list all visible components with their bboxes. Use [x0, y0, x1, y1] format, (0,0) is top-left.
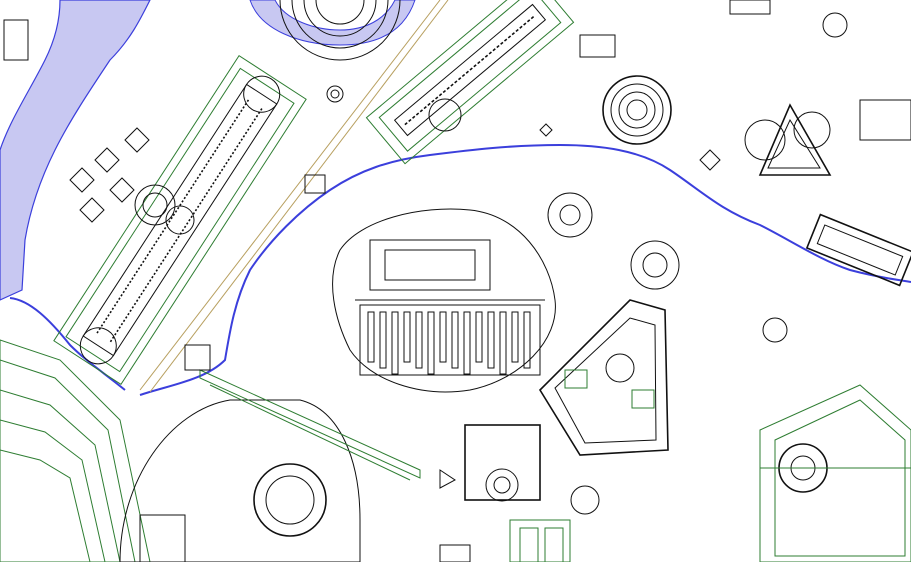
pew-row	[463, 311, 471, 375]
southwest-garden[interactable]	[0, 339, 151, 562]
triangle-courtyard[interactable]	[538, 299, 669, 456]
pew-row	[391, 311, 399, 375]
pew-row	[451, 311, 459, 369]
south-courtyards[interactable]	[439, 519, 571, 562]
river-water	[0, 0, 151, 301]
long-gallery[interactable]	[53, 54, 307, 386]
star-cluster[interactable]	[69, 127, 176, 226]
pew-row	[511, 311, 519, 363]
triangle-temple[interactable]	[744, 103, 832, 176]
top-dome[interactable]	[279, 0, 401, 61]
flower-buildings[interactable]	[428, 98, 680, 290]
upper-gallery[interactable]	[365, 0, 575, 165]
pew-row	[487, 311, 495, 369]
south-green-band[interactable]	[199, 369, 421, 481]
pew-row	[427, 311, 435, 375]
pew-row	[499, 311, 507, 375]
northeast-block[interactable]	[859, 99, 911, 141]
south-amphitheatre[interactable]	[119, 399, 361, 562]
east-garden[interactable]	[759, 384, 911, 562]
pew-row	[367, 311, 375, 363]
pew-row	[475, 311, 483, 363]
diagonal-road	[139, 0, 441, 391]
diagonal-road-2	[149, 0, 449, 393]
small-structures	[3, 0, 848, 515]
rotunda[interactable]	[602, 75, 672, 145]
pew-row	[415, 311, 423, 369]
pew-row	[523, 311, 531, 369]
pew-row	[439, 311, 447, 363]
pew-row	[379, 311, 387, 369]
south-square-building[interactable]	[464, 424, 541, 502]
oval-palace[interactable]	[332, 208, 556, 393]
east-block[interactable]	[805, 213, 911, 287]
canal	[139, 143, 911, 396]
pew-row	[403, 311, 411, 363]
